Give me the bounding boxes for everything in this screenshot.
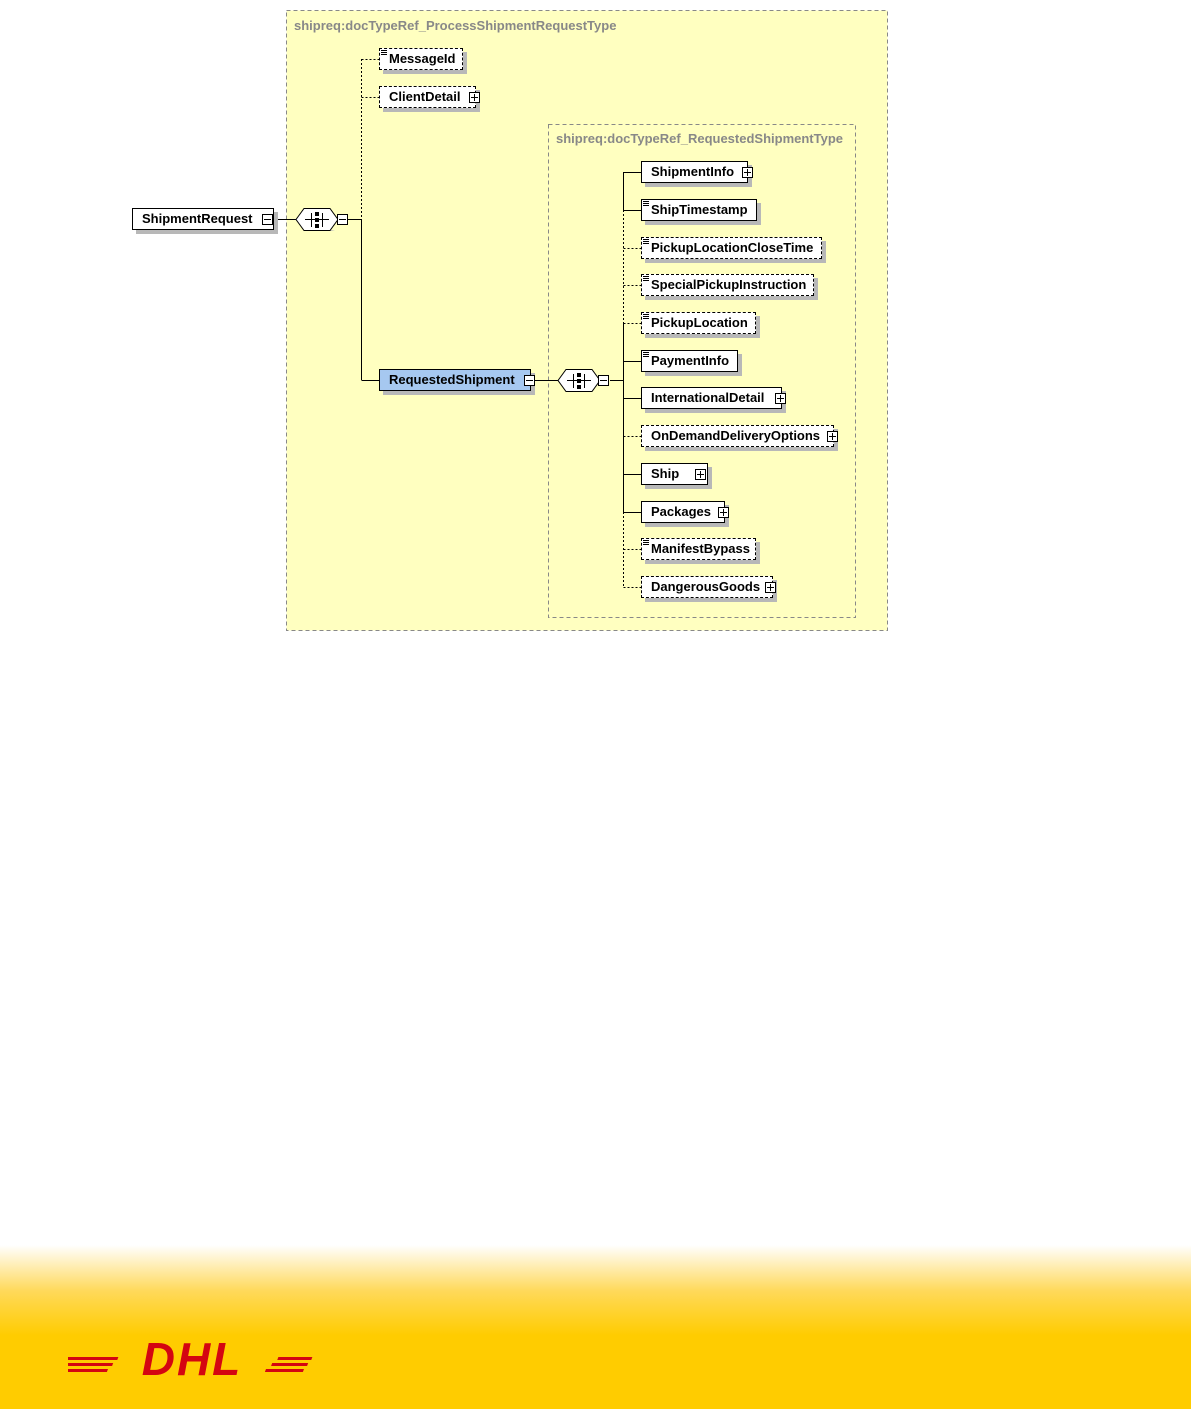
element-label: ManifestBypass (651, 541, 750, 556)
element-label: ShipmentRequest (142, 211, 253, 226)
expand-toggle-icon[interactable] (469, 92, 480, 103)
inner-type-label: shipreq:docTypeRef_RequestedShipmentType (556, 131, 844, 146)
expand-toggle-icon[interactable] (827, 431, 838, 442)
element-on-demand-delivery-options[interactable]: OnDemandDeliveryOptions (641, 425, 834, 447)
element-shipment-request[interactable]: ShipmentRequest (132, 208, 274, 230)
element-pickup-location-close-time[interactable]: PickupLocationCloseTime (641, 237, 822, 259)
element-requested-shipment[interactable]: RequestedShipment (379, 369, 531, 391)
schema-diagram: shipreq:docTypeRef_ProcessShipmentReques… (0, 0, 1191, 660)
element-packages[interactable]: Packages (641, 501, 725, 523)
element-message-id[interactable]: MessageId (379, 48, 463, 70)
element-payment-info[interactable]: PaymentInfo (641, 350, 738, 372)
expand-toggle-icon[interactable] (775, 393, 786, 404)
element-label: Ship (651, 466, 680, 481)
element-label: ShipmentInfo (651, 164, 735, 179)
element-label: ShipTimestamp (651, 202, 748, 217)
element-ship-timestamp[interactable]: ShipTimestamp (641, 199, 757, 221)
element-label: RequestedShipment (389, 372, 515, 387)
dhl-logo-text: DHL (142, 1336, 243, 1378)
expand-toggle-icon[interactable] (765, 582, 776, 593)
dhl-logo: DHL (68, 1336, 313, 1378)
collapse-toggle-icon[interactable] (337, 214, 348, 225)
element-client-detail[interactable]: ClientDetail (379, 86, 476, 108)
collapse-toggle-icon[interactable] (262, 214, 273, 225)
element-label: SpecialPickupInstruction (651, 277, 807, 292)
connectors (273, 10, 888, 631)
element-manifest-bypass[interactable]: ManifestBypass (641, 538, 756, 560)
element-label: Packages (651, 504, 711, 519)
expand-toggle-icon[interactable] (695, 469, 706, 480)
element-ship[interactable]: Ship (641, 463, 708, 485)
collapse-toggle-icon[interactable] (598, 375, 609, 386)
inner-sequence-compositor (557, 369, 601, 392)
expand-toggle-icon[interactable] (718, 507, 729, 518)
element-pickup-location[interactable]: PickupLocation (641, 312, 756, 334)
element-label: PickupLocationCloseTime (651, 240, 814, 255)
element-label: MessageId (389, 51, 456, 66)
expand-toggle-icon[interactable] (742, 167, 753, 178)
element-label: PaymentInfo (651, 353, 730, 368)
outer-type-label: shipreq:docTypeRef_ProcessShipmentReques… (294, 18, 617, 33)
element-dangerous-goods[interactable]: DangerousGoods (641, 576, 773, 598)
element-label: DangerousGoods (651, 579, 761, 594)
collapse-toggle-icon[interactable] (524, 375, 535, 386)
element-international-detail[interactable]: InternationalDetail (641, 387, 782, 409)
element-label: PickupLocation (651, 315, 748, 330)
element-label: InternationalDetail (651, 390, 765, 405)
element-special-pickup-instruction[interactable]: SpecialPickupInstruction (641, 274, 814, 296)
element-label: ClientDetail (389, 89, 461, 104)
footer-band (0, 1245, 1191, 1409)
element-shipment-info[interactable]: ShipmentInfo (641, 161, 748, 183)
element-label: OnDemandDeliveryOptions (651, 428, 821, 443)
